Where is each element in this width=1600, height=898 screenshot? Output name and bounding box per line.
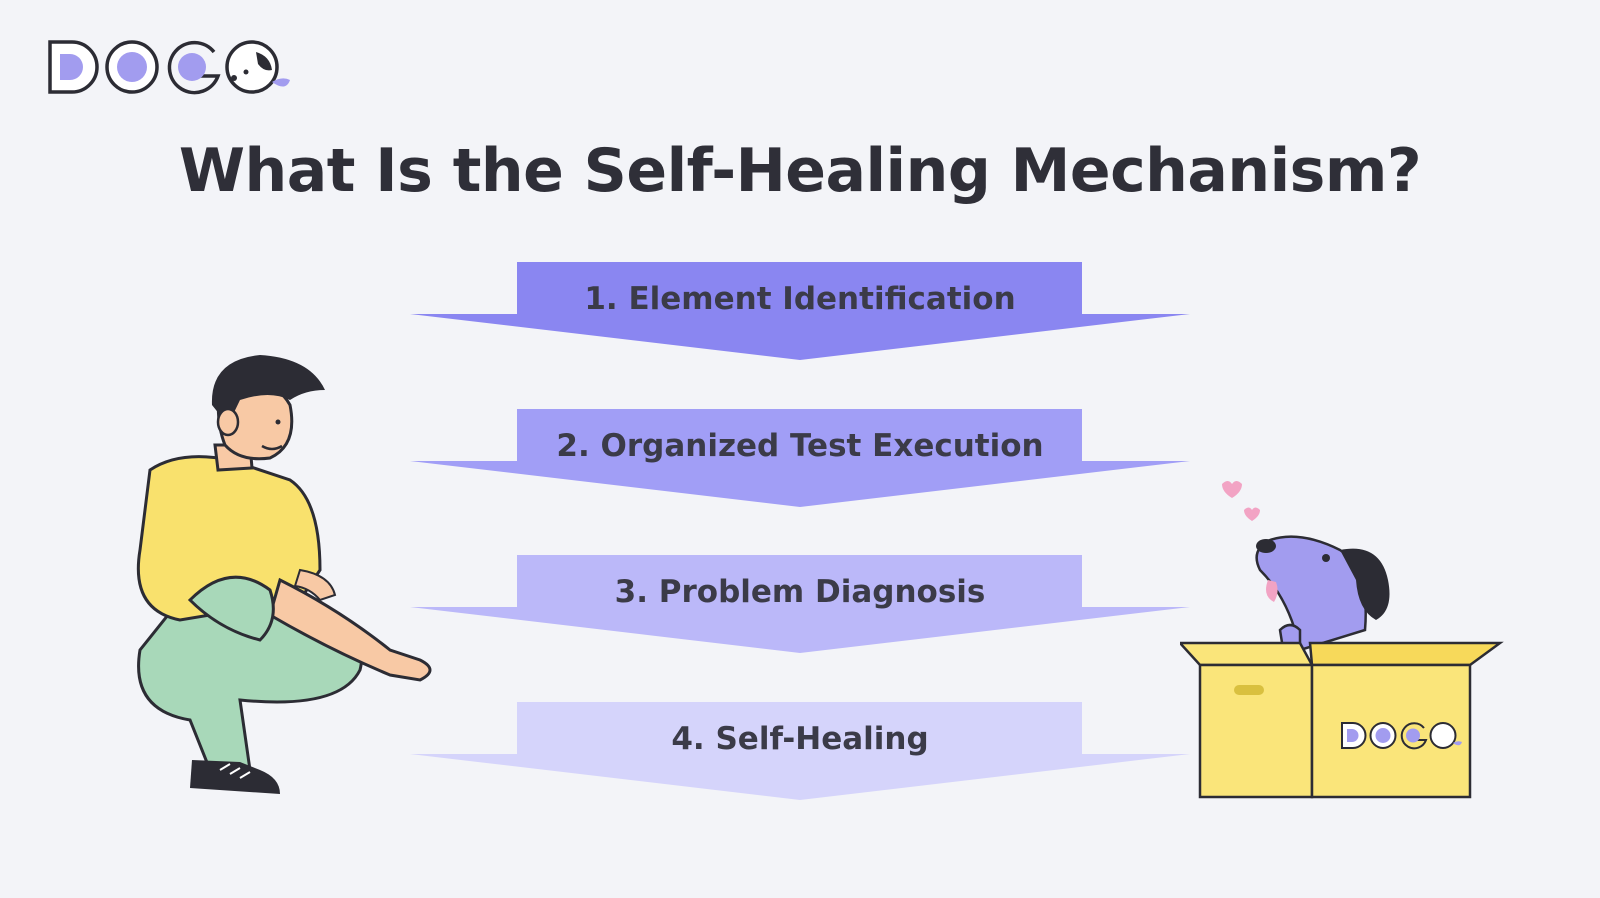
page-title: What Is the Self-Healing Mechanism? [178, 136, 1422, 206]
step-arrow-1 [410, 262, 1190, 360]
dog-in-box-illustration [1180, 481, 1504, 799]
step-label-2: 2. Organized Test Execution [556, 428, 1044, 464]
step-arrow-2 [410, 409, 1190, 507]
step-label-1: 1. Element Identification [584, 281, 1016, 317]
dogq-logo [48, 40, 290, 95]
box-logo [1341, 722, 1462, 750]
step-arrow-4 [410, 702, 1190, 800]
step-label-3: 3. Problem Diagnosis [614, 574, 986, 610]
step-label-4: 4. Self-Healing [671, 721, 929, 757]
crouching-person-illustration [136, 355, 432, 794]
step-arrow-3 [410, 555, 1190, 653]
